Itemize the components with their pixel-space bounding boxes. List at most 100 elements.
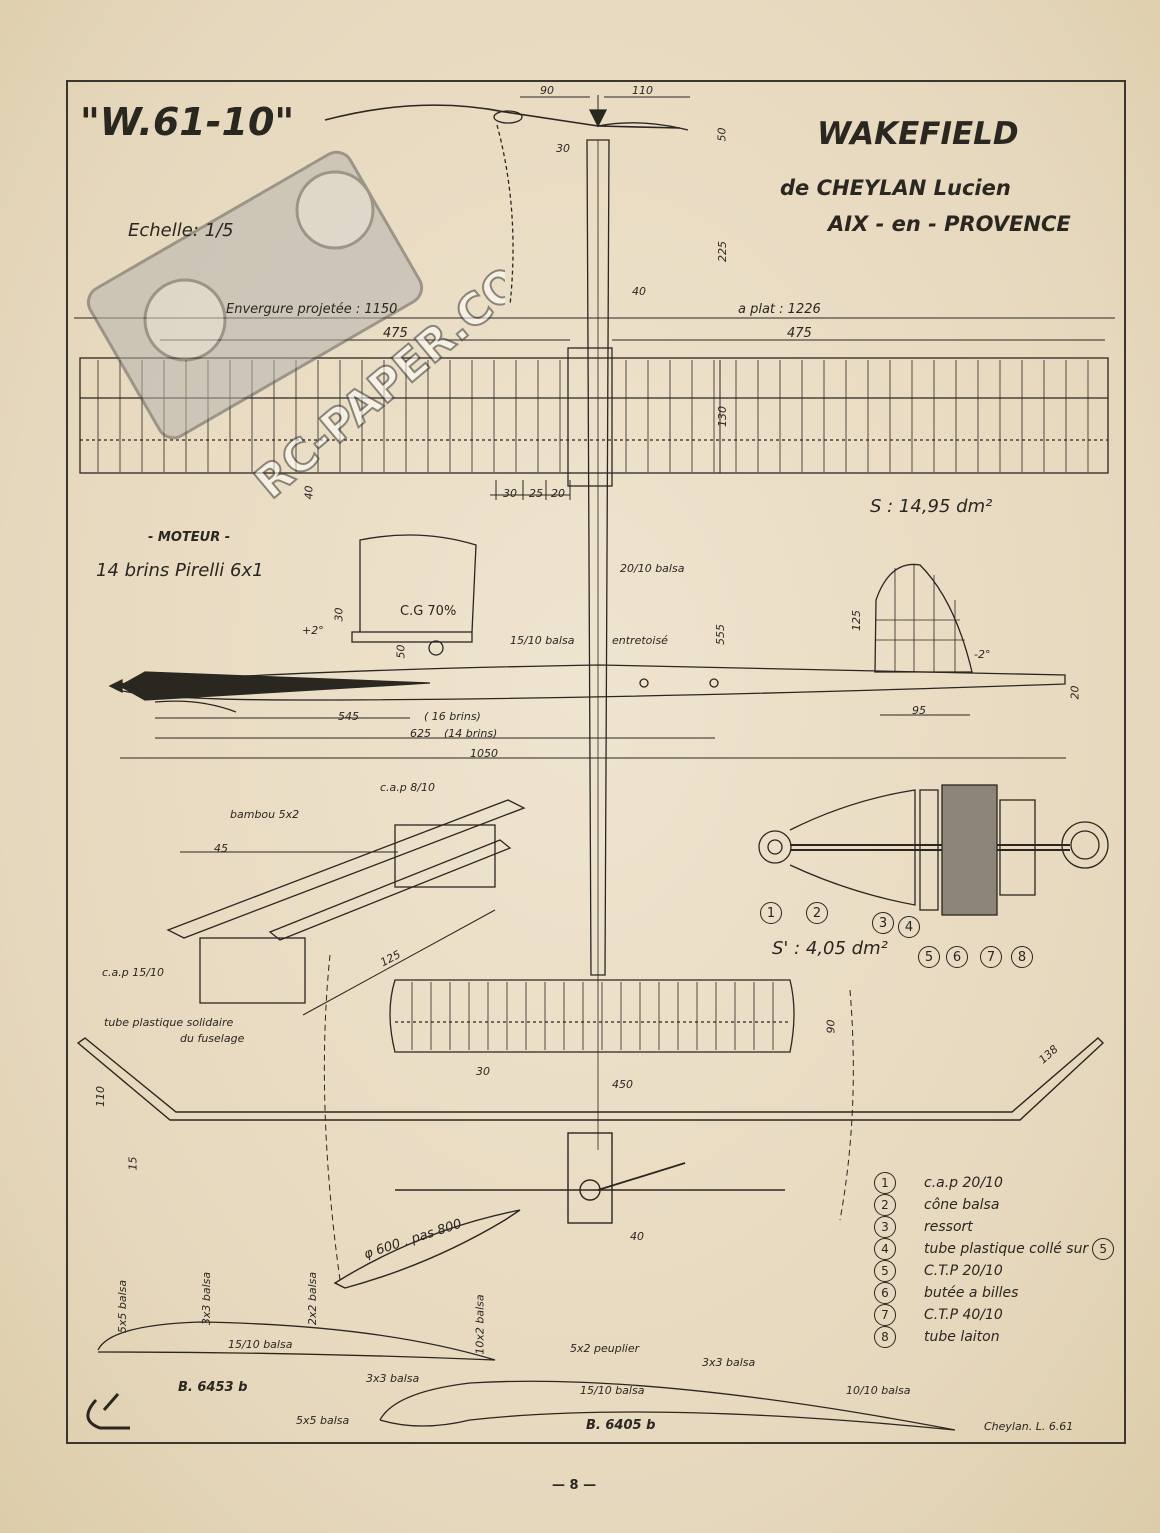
wing-spar-3x3-a: 3x3 balsa	[366, 1372, 420, 1385]
dim-prop-30: 30	[556, 142, 570, 155]
dim-prop-110: 110	[632, 84, 653, 97]
propeller-top-view	[324, 95, 690, 306]
wing-projected-span: Envergure projetée : 1150	[226, 302, 398, 317]
legend-text: butée a billes	[924, 1285, 1019, 1301]
designer-logo-icon	[86, 1393, 130, 1430]
page-number: — 8 —	[552, 1478, 597, 1493]
wing-airfoil-name: B. 6405 b	[586, 1418, 656, 1433]
wing-half-right: 475	[787, 326, 812, 341]
wing-incidence: +2°	[302, 624, 324, 637]
legend-text: ressort	[924, 1219, 973, 1235]
dim-nose-40: 40	[632, 285, 646, 298]
plan-category: WAKEFIELD	[817, 116, 1019, 152]
stab-spar-3x3: 3x3 balsa	[200, 1271, 214, 1326]
wing-half-left: 475	[383, 326, 408, 341]
wing-airfoil-outline	[379, 1380, 956, 1431]
brins-14: (14 brins)	[444, 727, 498, 740]
stab-chord: 90	[824, 1019, 838, 1034]
dim-prop-90: 90	[540, 84, 554, 97]
wing-spar-3x3-b: 3x3 balsa	[702, 1356, 756, 1369]
front-dim-15: 15	[126, 1156, 140, 1171]
legend-number: 6	[874, 1282, 896, 1304]
stab-dim-30: 30	[476, 1065, 490, 1078]
wing-leading-edge: 5x5 balsa	[296, 1414, 350, 1427]
dim-mount-50: 50	[394, 644, 408, 659]
legend-row: 1 c.a.p 20/10	[874, 1172, 1124, 1194]
stab-airfoil-name: B. 6453 b	[178, 1380, 248, 1395]
wing-spacing-dims	[490, 480, 571, 500]
cg-position: C.G 70%	[400, 604, 457, 619]
dim-625: 625	[410, 727, 431, 740]
legend-text: tube plastique collé sur	[924, 1241, 1089, 1257]
stab-sheet: 15/10 balsa	[228, 1338, 293, 1351]
front-view	[76, 954, 1105, 1289]
legend-number: 8	[874, 1326, 896, 1348]
motor-rubber: 14 brins Pirelli 6x1	[96, 560, 264, 581]
wing-trailing-edge: 10/10 balsa	[846, 1384, 911, 1397]
motor-heading: - MOTEUR -	[148, 530, 231, 545]
wing-planform	[74, 317, 1115, 487]
fuselage-side-view	[108, 534, 1066, 759]
wing-spacing-20: 20	[551, 487, 565, 500]
stabilizer-ribs	[411, 982, 774, 1050]
wing-spacing-25: 25	[529, 487, 543, 500]
wing-chord-dim: 130	[716, 406, 729, 427]
stab-area: S' : 4,05 dm²	[772, 938, 888, 959]
tail-incidence: -2°	[974, 648, 991, 661]
legend-number: 3	[874, 1216, 896, 1238]
legend-number: 5	[874, 1260, 896, 1282]
dim-fuselage-length: 1050	[470, 747, 498, 760]
dim-555: 555	[714, 624, 727, 645]
legend-text: c.a.p 20/10	[924, 1175, 1003, 1191]
plan-scale: Echelle: 1/5	[128, 220, 234, 241]
stab-spar-2x2: 2x2 balsa	[306, 1271, 320, 1326]
stabilizer-airfoil-outline	[97, 1321, 496, 1361]
legend-number: 7	[874, 1304, 896, 1326]
stab-span: 450	[612, 1078, 633, 1091]
legend-text: C.T.P 20/10	[924, 1263, 1003, 1279]
callout-5: 5	[918, 946, 940, 968]
motor-peg-mount	[166, 799, 526, 1016]
callout-6: 6	[946, 946, 968, 968]
braced-note: entretoisé	[612, 634, 668, 647]
tube-note-2: du fuselage	[180, 1032, 245, 1045]
wing-offset-dim: 40	[302, 485, 316, 500]
fuselage-top-view	[586, 139, 610, 1150]
front-dihedral-110: 110	[94, 1086, 107, 1107]
callout-8: 8	[1011, 946, 1033, 968]
wing-area: S : 14,95 dm²	[870, 496, 993, 517]
callout-1: 1	[760, 902, 782, 924]
front-dim-40: 40	[630, 1230, 644, 1243]
tube-note-1: tube plastique solidaire	[104, 1016, 234, 1029]
wing-poplar-spar: 5x2 peuplier	[570, 1342, 640, 1355]
designer-signature: Cheylan. L. 6.61	[984, 1420, 1074, 1433]
drawing-frame	[66, 80, 1126, 1444]
wing-sheet: 15/10 balsa	[580, 1384, 645, 1397]
fin-base: 95	[912, 704, 926, 717]
plan-author: de CHEYLAN Lucien	[780, 176, 1011, 200]
wing-spacing-30: 30	[503, 487, 517, 500]
sheet-15-10: 15/10 balsa	[510, 634, 575, 647]
cap-15-10: c.a.p 15/10	[102, 966, 164, 979]
legend-number: 4	[874, 1238, 896, 1260]
callout-4: 4	[898, 916, 920, 938]
stab-spar-5x5: 5x5 balsa	[116, 1279, 130, 1334]
legend-row: 5 C.T.P 20/10	[874, 1260, 1124, 1282]
stabilizer-planform	[389, 979, 795, 1053]
dim-mount-30: 30	[332, 607, 346, 622]
dim-45: 45	[214, 842, 228, 855]
legend-ref-number: 5	[1092, 1238, 1115, 1260]
dim-prop-225: 225	[716, 241, 729, 262]
fin-height: 125	[850, 610, 863, 631]
legend-number: 1	[874, 1172, 896, 1194]
cap-8-10: c.a.p 8/10	[380, 781, 435, 794]
tail-height: 20	[1068, 685, 1082, 700]
bamboo-label: bambou 5x2	[230, 808, 300, 821]
plan-location: AIX - en - PROVENCE	[828, 212, 1071, 236]
wing-flat-span: a plat : 1226	[738, 302, 821, 317]
legend-text: cône balsa	[924, 1197, 1000, 1213]
